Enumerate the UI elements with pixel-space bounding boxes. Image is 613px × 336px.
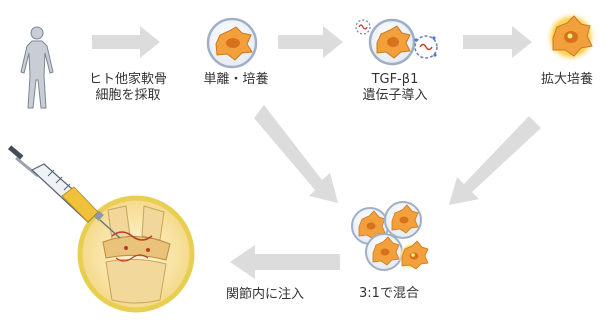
step-isolate-label: 単離・培養 [186,72,286,88]
syringe-knee-icon [7,145,195,313]
gene-transfer-icon [355,18,438,66]
step-mix-line-1: 3:1で混合 [359,286,419,301]
arrow-isolate-to-mix [254,105,338,203]
step-transduce-line-1: TGF-β1 [371,72,419,87]
step-transduce-line-2: 遺伝子導入 [362,88,428,103]
arrow-mix-to-inject [230,245,340,279]
step-inject-line-1: 関節内に注入 [225,287,304,302]
expanded-cell-icon [545,11,597,63]
arrow-harvest-to-isolate [92,26,160,58]
plasmid-icon [414,35,438,59]
step-harvest-line-2: 細胞を採取 [95,88,161,103]
step-harvest-label: ヒト他家軟骨 細胞を採取 [78,72,178,104]
knee-joint-icon [102,205,171,304]
vector-particle-icon [355,19,371,35]
step-isolate-line-1: 単離・培養 [203,72,269,87]
cell-dish-icon [206,17,258,69]
mixed-cells-icon [351,201,429,271]
step-expand-line-1: 拡大培養 [540,72,593,87]
arrow-transduce-to-expand [463,26,532,58]
step-harvest-line-1: ヒト他家軟骨 [88,72,167,87]
step-mix-label: 3:1で混合 [339,286,439,302]
syringe-icon [7,145,121,239]
step-inject-label: 関節内に注入 [210,287,320,303]
arrow-expand-to-mix [449,116,541,205]
step-expand-label: 拡大培養 [524,72,610,88]
step-transduce-label: TGF-β1 遺伝子導入 [345,72,445,104]
arrow-isolate-to-transduce [278,26,343,58]
human-figure-icon [20,26,54,109]
